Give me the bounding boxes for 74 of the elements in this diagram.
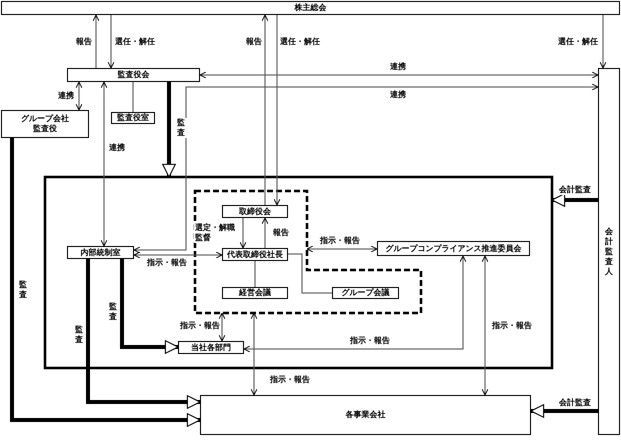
edge-label: 監査 [176,118,186,138]
arrow [120,259,179,354]
connector-line [288,254,332,294]
edge-label: 指示・報告 [146,258,188,268]
arrow [551,193,598,207]
org-box [598,68,620,435]
edge-label: 選任・解任 [279,37,321,47]
edge-label: 監査 [74,325,84,345]
double-arrow [100,82,108,246]
edge-label: 指示・報告 [319,236,361,246]
edge-label: 連携 [389,90,407,100]
org-box [111,112,155,124]
edge-label: 連携 [57,91,75,101]
edge-label: 指示・報告 [179,321,221,331]
org-box [200,395,531,435]
arrow [262,218,268,248]
node-label: 監査役会 [118,70,150,80]
org-box [222,205,288,218]
edge-label: 指示・報告 [349,336,391,346]
double-arrow [134,252,222,258]
double-arrow [218,312,226,342]
double-arrow [134,84,598,254]
arrow [10,138,201,427]
double-arrow [306,246,378,252]
edge-label: 選任・解任 [114,37,156,47]
arrow [600,14,606,68]
double-arrow [244,256,466,352]
arrow [530,404,598,418]
double-arrow [482,256,488,396]
node-label: 内部統制室 [80,248,120,258]
node-label: 監査役室 [117,113,149,123]
arrow [262,14,268,206]
edge-label: 指示・報告 [269,375,311,385]
org-box [67,68,200,82]
double-arrow [76,82,82,110]
node-label: 経営会議 [239,288,271,298]
arrow [108,14,114,68]
connector-line [254,260,256,288]
node-label: 代表取締役社長 [227,250,283,260]
edge-label: 連携 [108,143,126,153]
node-label: 取締役会 [239,206,271,216]
edge-label: 選任・解任 [557,37,599,47]
org-box [1,110,89,138]
edge-label: 会計監査 [558,185,592,195]
node-label: 当社各部門 [191,342,231,352]
node-label: 各事業会社 [346,410,386,420]
arrow [240,218,246,248]
edge-label: 監査 [18,280,28,300]
org-box [1,1,620,15]
edge-label: 報告 [75,37,93,47]
edge-label: 報告 [245,37,263,47]
edge-label: 報告 [272,228,290,238]
org-box [178,341,244,354]
node-label: グループコンプライアンス推進委員会 [386,244,522,254]
edge-label: 監査 [108,302,118,322]
arrow [86,259,201,409]
org-box [222,248,288,261]
org-box [67,246,134,259]
edge-label: 会計監査 [558,398,592,408]
arrow [162,82,176,178]
org-box [377,241,530,256]
arrow [274,14,280,206]
double-arrow [250,312,258,396]
node-label: グループ会議 [342,288,390,298]
node-label: グループ会社監査役 [20,114,70,134]
double-arrow [200,72,598,78]
edge-label: 指示・報告 [491,321,533,331]
org-box [222,287,288,299]
org-box [332,287,399,299]
connector-line [132,82,134,112]
node-label: 株主総会 [294,3,326,13]
edge-label: 連携 [389,62,407,72]
arrow [92,14,100,68]
node-label: 会計監査人 [604,226,614,276]
